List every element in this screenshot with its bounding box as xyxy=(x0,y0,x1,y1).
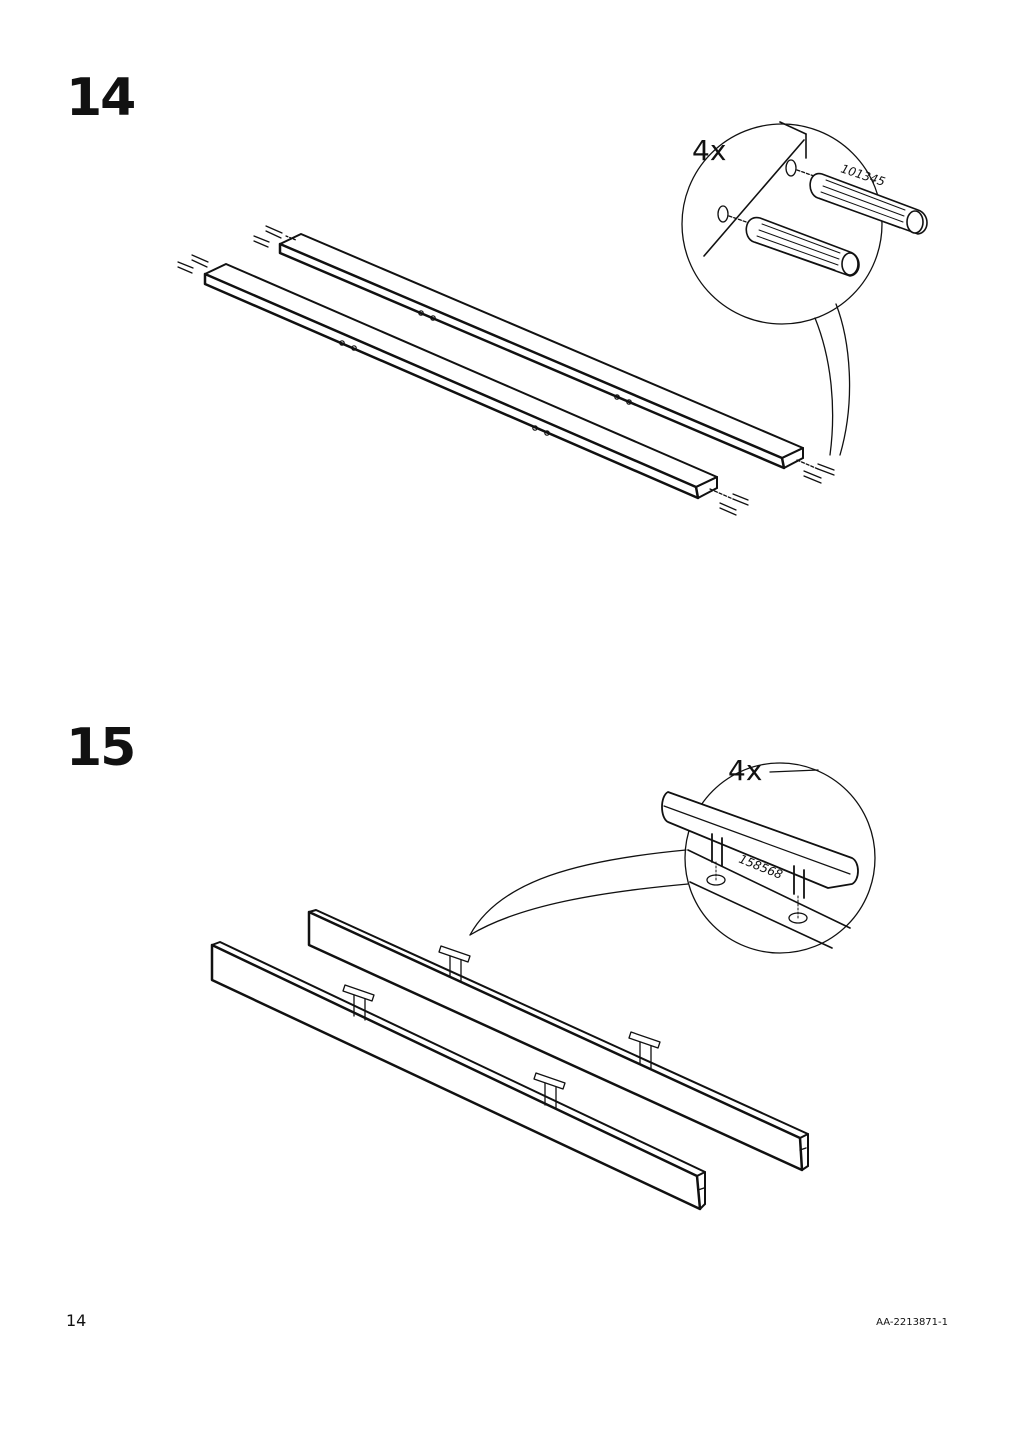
step-15-quantity: 4x xyxy=(728,754,762,787)
wooden-dowel-icon xyxy=(745,172,928,277)
page-number: 14 xyxy=(66,1311,87,1330)
slat-holder-2 xyxy=(628,1031,661,1069)
rail-front-15 xyxy=(210,941,706,1211)
slat-holder-4 xyxy=(533,1072,566,1110)
step-15-illustration: 4x 158568 xyxy=(210,754,876,1211)
quantity-leader-line xyxy=(769,769,819,773)
slat-holder-3 xyxy=(342,984,375,1021)
slat-holder-clip-icon xyxy=(661,791,859,919)
step-14-number: 14 xyxy=(66,68,136,128)
slat-holder-1 xyxy=(438,945,471,982)
step-14-illustration: 4x 101345 xyxy=(177,121,928,516)
document-code: AA-2213871-1 xyxy=(876,1317,948,1328)
step-15-number: 15 xyxy=(66,718,136,778)
rail-back-15 xyxy=(307,909,809,1172)
step-14-quantity: 4x xyxy=(692,134,726,167)
slat-holders xyxy=(342,945,661,1110)
rail-back xyxy=(278,233,804,470)
detail-callout-step14 xyxy=(681,121,883,456)
dowels-step14 xyxy=(177,225,835,516)
rail-front xyxy=(203,263,718,500)
